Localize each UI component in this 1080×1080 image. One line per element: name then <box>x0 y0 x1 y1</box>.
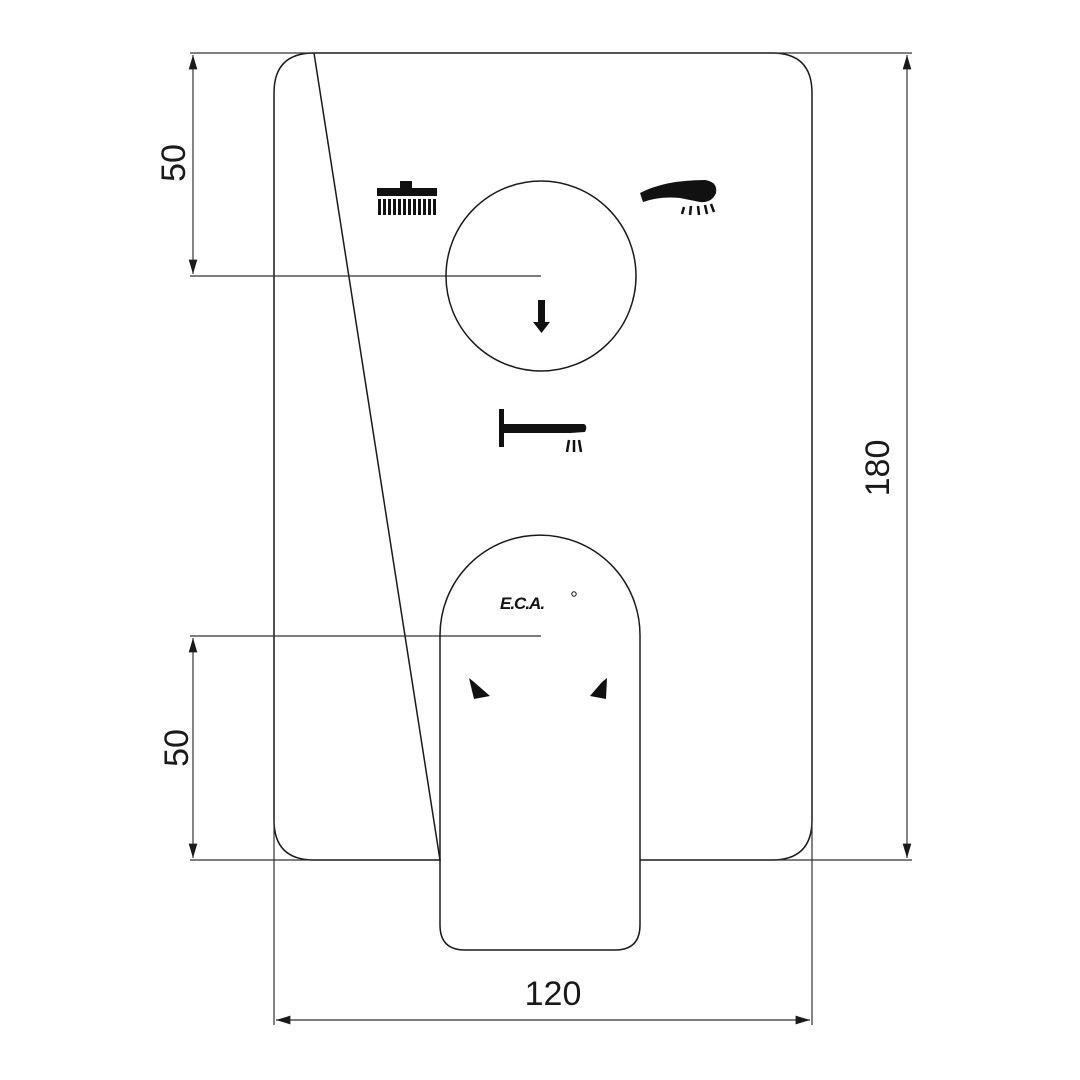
dimension-top-offset: 50 <box>155 144 193 182</box>
dimension-bottom-offset: 50 <box>158 729 196 767</box>
overhead-shower-icon <box>377 181 437 215</box>
hot-indicator-icon <box>469 678 490 699</box>
hand-shower-icon <box>640 180 717 216</box>
dimension-width: 120 <box>525 975 582 1013</box>
dimension-height: 180 <box>859 440 897 497</box>
svg-text:E.C.A.: E.C.A. <box>500 594 544 613</box>
eca-logo: E.C.A. <box>500 591 577 613</box>
diverter-knob <box>445 180 637 372</box>
cover-plate <box>273 52 813 861</box>
cold-indicator-icon <box>590 678 607 699</box>
mixer-lever[interactable] <box>439 534 641 951</box>
bath-spout-icon <box>499 409 587 453</box>
diverter-arrow-icon <box>533 300 550 333</box>
